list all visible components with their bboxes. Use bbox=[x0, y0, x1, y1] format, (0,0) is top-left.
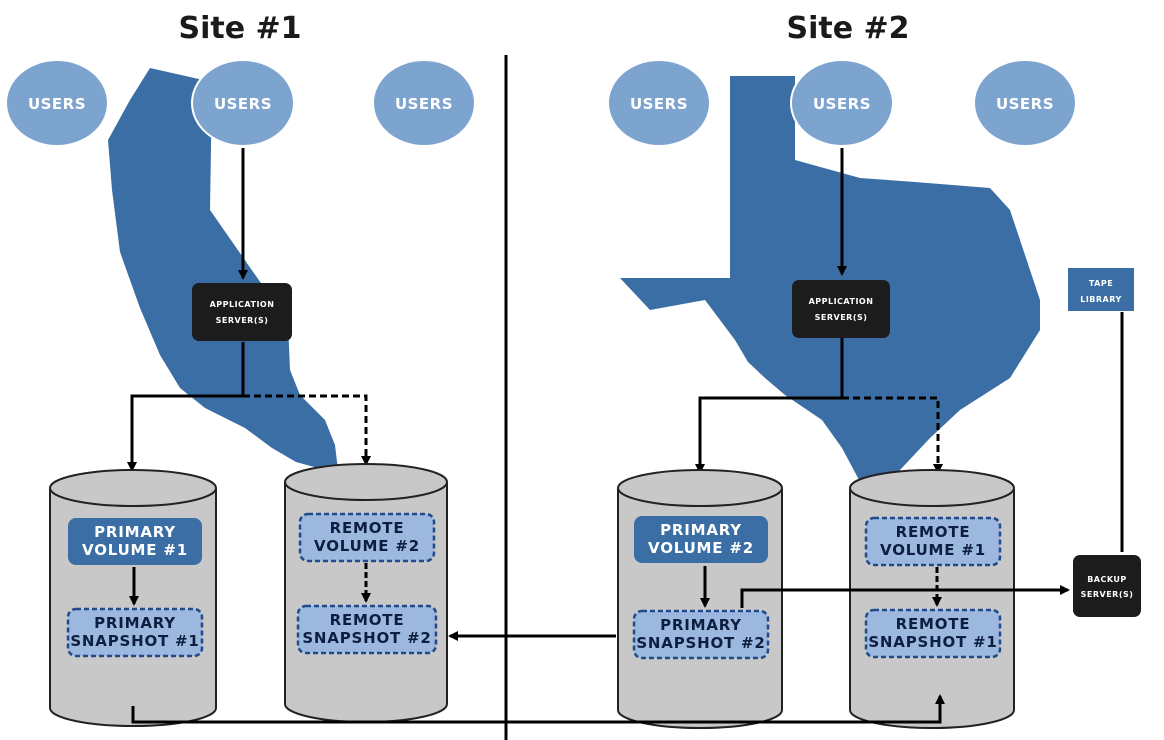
app-to-remote-dashed-line bbox=[243, 394, 371, 466]
backup-server-label: SERVER(S) bbox=[1081, 590, 1134, 599]
backup-server-box bbox=[1073, 555, 1141, 617]
site1-title: Site #1 bbox=[178, 11, 301, 46]
users-ellipse bbox=[790, 59, 894, 147]
remote-snapshot-1-box bbox=[864, 608, 1002, 659]
users-label: USERS bbox=[813, 95, 871, 113]
users-ellipse bbox=[609, 61, 709, 145]
remote-volume-2-label: VOLUME #2 bbox=[314, 537, 420, 555]
users-label: USERS bbox=[28, 95, 86, 113]
app-to-primary-line bbox=[127, 342, 245, 472]
primary-snapshot-1-box bbox=[66, 607, 204, 658]
users-label: USERS bbox=[996, 95, 1054, 113]
tape-library-label: TAPE bbox=[1089, 279, 1113, 288]
remote-snapshot-1-label: REMOTE bbox=[896, 615, 971, 633]
application-server-label: APPLICATION bbox=[210, 300, 275, 309]
application-server-label: APPLICATION bbox=[809, 297, 874, 306]
remote-volume-1-label: VOLUME #1 bbox=[880, 541, 986, 559]
application-server-box bbox=[192, 283, 292, 341]
app-to-remote-dashed-line bbox=[842, 396, 943, 474]
remote-snapshot-2-label: SNAPSHOT #2 bbox=[302, 629, 431, 647]
remote-snapshot-2-box bbox=[296, 604, 438, 655]
california-map-shape bbox=[108, 68, 338, 470]
users-ellipse bbox=[191, 59, 295, 147]
users-ellipse bbox=[7, 61, 107, 145]
remote-volume-2-box bbox=[298, 512, 436, 563]
snapshot-to-backup-arrow bbox=[740, 585, 1070, 608]
primary-snapshot-2-label: SNAPSHOT #2 bbox=[636, 634, 765, 652]
application-server-label: SERVER(S) bbox=[216, 316, 269, 325]
tape-library-label: LIBRARY bbox=[1080, 295, 1122, 304]
remote-snapshot-1-label: SNAPSHOT #1 bbox=[868, 633, 997, 651]
primary-volume-1-label: VOLUME #1 bbox=[82, 541, 188, 559]
primary-snapshot-1-label: PRIMARY bbox=[94, 614, 176, 632]
site2-title: Site #2 bbox=[786, 11, 909, 46]
remote-snapshot-2-label: REMOTE bbox=[330, 611, 405, 629]
primary-snapshot-2-label: PRIMARY bbox=[660, 616, 742, 634]
users-ellipse bbox=[374, 61, 474, 145]
remote-volume-2-label: REMOTE bbox=[330, 519, 405, 537]
primary-snapshot-1-label: SNAPSHOT #1 bbox=[70, 632, 199, 650]
primary-volume-1-box bbox=[68, 518, 202, 565]
primary-volume-1-label: PRIMARY bbox=[94, 523, 176, 541]
users-label: USERS bbox=[630, 95, 688, 113]
application-server-box bbox=[792, 280, 890, 338]
primary-volume-2-label: PRIMARY bbox=[660, 521, 742, 539]
remote-volume-1-label: REMOTE bbox=[896, 523, 971, 541]
storage-cylinder-site2-remote bbox=[849, 469, 1015, 729]
users-ellipse bbox=[975, 61, 1075, 145]
remote-volume-1-box bbox=[864, 516, 1002, 567]
replication-arrow-site1-to-site2 bbox=[131, 694, 945, 724]
storage-cylinder-site2-primary bbox=[617, 469, 783, 729]
tape-library-box bbox=[1068, 268, 1134, 311]
app-to-primary-line bbox=[695, 338, 844, 474]
application-server-label: SERVER(S) bbox=[815, 313, 868, 322]
primary-snapshot-2-box bbox=[632, 609, 770, 660]
users-label: USERS bbox=[214, 95, 272, 113]
users-label: USERS bbox=[395, 95, 453, 113]
backup-server-label: BACKUP bbox=[1087, 575, 1127, 584]
primary-volume-2-box bbox=[634, 516, 768, 563]
primary-volume-2-label: VOLUME #2 bbox=[648, 539, 754, 557]
